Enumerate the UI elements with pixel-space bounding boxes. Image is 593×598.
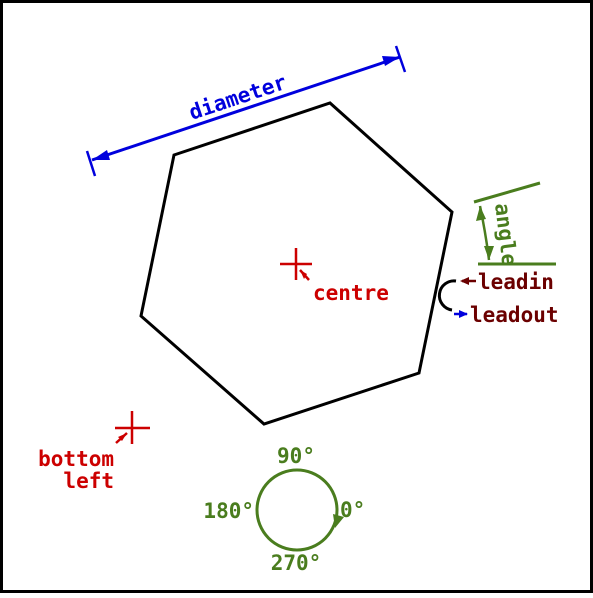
- compass-0-label: 0°: [340, 498, 365, 522]
- angle-label: angle: [490, 202, 522, 268]
- centre-label: centre: [313, 281, 389, 305]
- compass-180-label: 180°: [203, 499, 254, 523]
- leadin-label: leadin: [478, 270, 554, 294]
- lead-arc: [437, 279, 457, 312]
- compass-270-label: 270°: [271, 551, 322, 575]
- leadout-arrow: [454, 310, 468, 318]
- centre-marker: [280, 248, 312, 281]
- diameter-label: diameter: [186, 70, 290, 125]
- angle-annotation: [473, 181, 556, 266]
- leadin-arrow: [460, 277, 476, 285]
- hexagon-shape: [139, 101, 454, 426]
- leadout-label: leadout: [470, 303, 559, 327]
- compass-90-label: 90°: [277, 444, 315, 468]
- bottom-left-label-line1: bottom: [38, 447, 114, 471]
- bottom-left-label-line2: left: [63, 469, 114, 493]
- angle-compass: [255, 468, 344, 552]
- bottom-left-marker: [115, 411, 150, 444]
- diameter-dimension: [85, 45, 407, 177]
